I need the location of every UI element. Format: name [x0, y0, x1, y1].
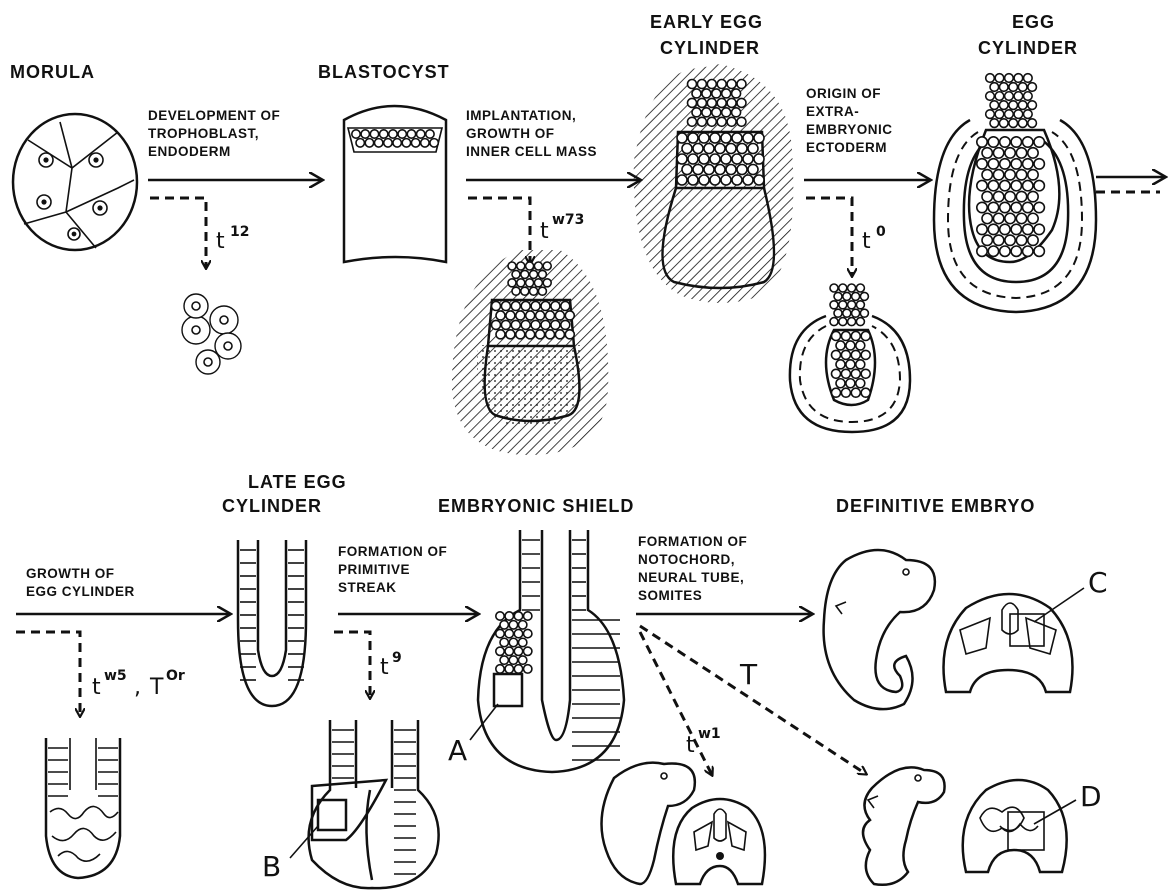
process-label-notochord: FORMATION OF NOTOCHORD, NEURAL TUBE, SOM… — [638, 534, 747, 603]
late-egg-cylinder-drawing — [238, 540, 306, 706]
svg-text:t: t — [862, 229, 871, 254]
definitive-embryo-side-drawing — [824, 550, 935, 709]
mutant-arrow-tw5 — [16, 632, 80, 716]
svg-text:Or: Or — [166, 668, 185, 684]
svg-text:t: t — [380, 655, 389, 680]
svg-text:GROWTH OF: GROWTH OF — [466, 126, 555, 141]
early-egg-cylinder-drawing — [634, 64, 794, 303]
svg-text:t: t — [686, 733, 695, 758]
embryonic-shield-drawing — [478, 530, 624, 772]
svg-text:w1: w1 — [698, 726, 721, 742]
stage-label-late-egg-cylinder-2: CYLINDER — [222, 496, 322, 516]
tw1-arrested-embryo-section — [673, 799, 765, 884]
t9-arrested-embryo — [309, 720, 439, 888]
svg-text:EGG CYLINDER: EGG CYLINDER — [26, 584, 135, 599]
svg-text:EMBRYONIC: EMBRYONIC — [806, 122, 893, 137]
mutant-arrow-tw1 — [640, 632, 712, 775]
process-label-egg-cylinder-growth: GROWTH OF EGG CYLINDER — [26, 566, 135, 599]
process-label-implantation: IMPLANTATION, GROWTH OF INNER CELL MASS — [466, 108, 597, 159]
morula-drawing — [13, 114, 137, 250]
svg-text:w73: w73 — [552, 212, 584, 228]
process-label-ectoderm: ORIGIN OF EXTRA- EMBRYONIC ECTODERM — [806, 86, 893, 155]
svg-text:EXTRA-: EXTRA- — [806, 104, 859, 119]
t0-arrested-embryo — [790, 284, 910, 432]
mutant-label-t12: t 12 — [216, 224, 249, 254]
stage-label-definitive-embryo: DEFINITIVE EMBRYO — [836, 496, 1035, 516]
pointer-line-a — [470, 704, 498, 740]
mutant-label-tw73: t w73 — [540, 212, 584, 244]
region-label-c: C — [1088, 566, 1108, 599]
mutant-label-tor: T Or — [149, 668, 185, 700]
svg-text:12: 12 — [230, 224, 249, 240]
mutant-label-tw5: t w5 — [92, 668, 127, 700]
mutant-label-t9: t 9 — [380, 650, 402, 680]
pointer-line-b — [290, 826, 318, 858]
tw73-arrested-embryo — [452, 250, 608, 455]
svg-text:DEVELOPMENT OF: DEVELOPMENT OF — [148, 108, 280, 123]
mutant-arrow-t9 — [334, 632, 370, 698]
svg-text:PRIMITIVE: PRIMITIVE — [338, 562, 410, 577]
stage-label-late-egg-cylinder-1: LATE EGG — [248, 472, 347, 492]
stage-label-blastocyst: BLASTOCYST — [318, 62, 450, 82]
svg-text:GROWTH OF: GROWTH OF — [26, 566, 115, 581]
mutant-label-T: T — [739, 658, 758, 691]
pointer-line-c — [1034, 588, 1084, 622]
region-label-a: A — [448, 734, 467, 767]
mutant-arrow-t12 — [150, 198, 206, 268]
svg-text:FORMATION OF: FORMATION OF — [338, 544, 447, 559]
svg-text:9: 9 — [392, 650, 402, 666]
svg-text:t: t — [92, 675, 101, 700]
mutant-label-t0: t 0 — [862, 224, 886, 254]
T-arrested-embryo-side — [863, 767, 945, 884]
mutant-arrow-t0 — [806, 198, 852, 276]
egg-cylinder-drawing — [934, 74, 1096, 312]
svg-text:IMPLANTATION,: IMPLANTATION, — [466, 108, 576, 123]
svg-text:w5: w5 — [104, 668, 127, 684]
region-label-b: B — [262, 850, 281, 883]
tw5-arrested-embryo — [46, 738, 120, 878]
blastocyst-drawing — [344, 106, 446, 262]
svg-text:TROPHOBLAST,: TROPHOBLAST, — [148, 126, 259, 141]
svg-text:0: 0 — [876, 224, 886, 240]
svg-text:T: T — [149, 675, 164, 700]
stage-label-embryonic-shield: EMBRYONIC SHIELD — [438, 496, 634, 516]
svg-text:NOTOCHORD,: NOTOCHORD, — [638, 552, 735, 567]
T-arrested-embryo-section — [963, 780, 1067, 872]
svg-text:ECTODERM: ECTODERM — [806, 140, 887, 155]
stage-label-egg-cylinder-1: EGG — [1012, 12, 1055, 32]
svg-text:t: t — [216, 229, 225, 254]
svg-text:,: , — [134, 675, 141, 700]
stage-label-early-egg-cylinder-1: EARLY EGG — [650, 12, 763, 32]
svg-text:SOMITES: SOMITES — [638, 588, 702, 603]
stage-label-egg-cylinder-2: CYLINDER — [978, 38, 1078, 58]
svg-text:INNER CELL MASS: INNER CELL MASS — [466, 144, 597, 159]
svg-text:STREAK: STREAK — [338, 580, 397, 595]
svg-text:ORIGIN OF: ORIGIN OF — [806, 86, 881, 101]
svg-text:NEURAL TUBE,: NEURAL TUBE, — [638, 570, 744, 585]
svg-text:ENDODERM: ENDODERM — [148, 144, 231, 159]
region-label-d: D — [1080, 780, 1102, 813]
svg-text:FORMATION OF: FORMATION OF — [638, 534, 747, 549]
process-label-trophoblast: DEVELOPMENT OF TROPHOBLAST, ENDODERM — [148, 108, 280, 159]
process-label-primitive-streak: FORMATION OF PRIMITIVE STREAK — [338, 544, 447, 595]
stage-label-morula: MORULA — [10, 62, 95, 82]
t12-arrested-morula — [182, 294, 241, 374]
stage-label-early-egg-cylinder-2: CYLINDER — [660, 38, 760, 58]
svg-text:t: t — [540, 219, 549, 244]
